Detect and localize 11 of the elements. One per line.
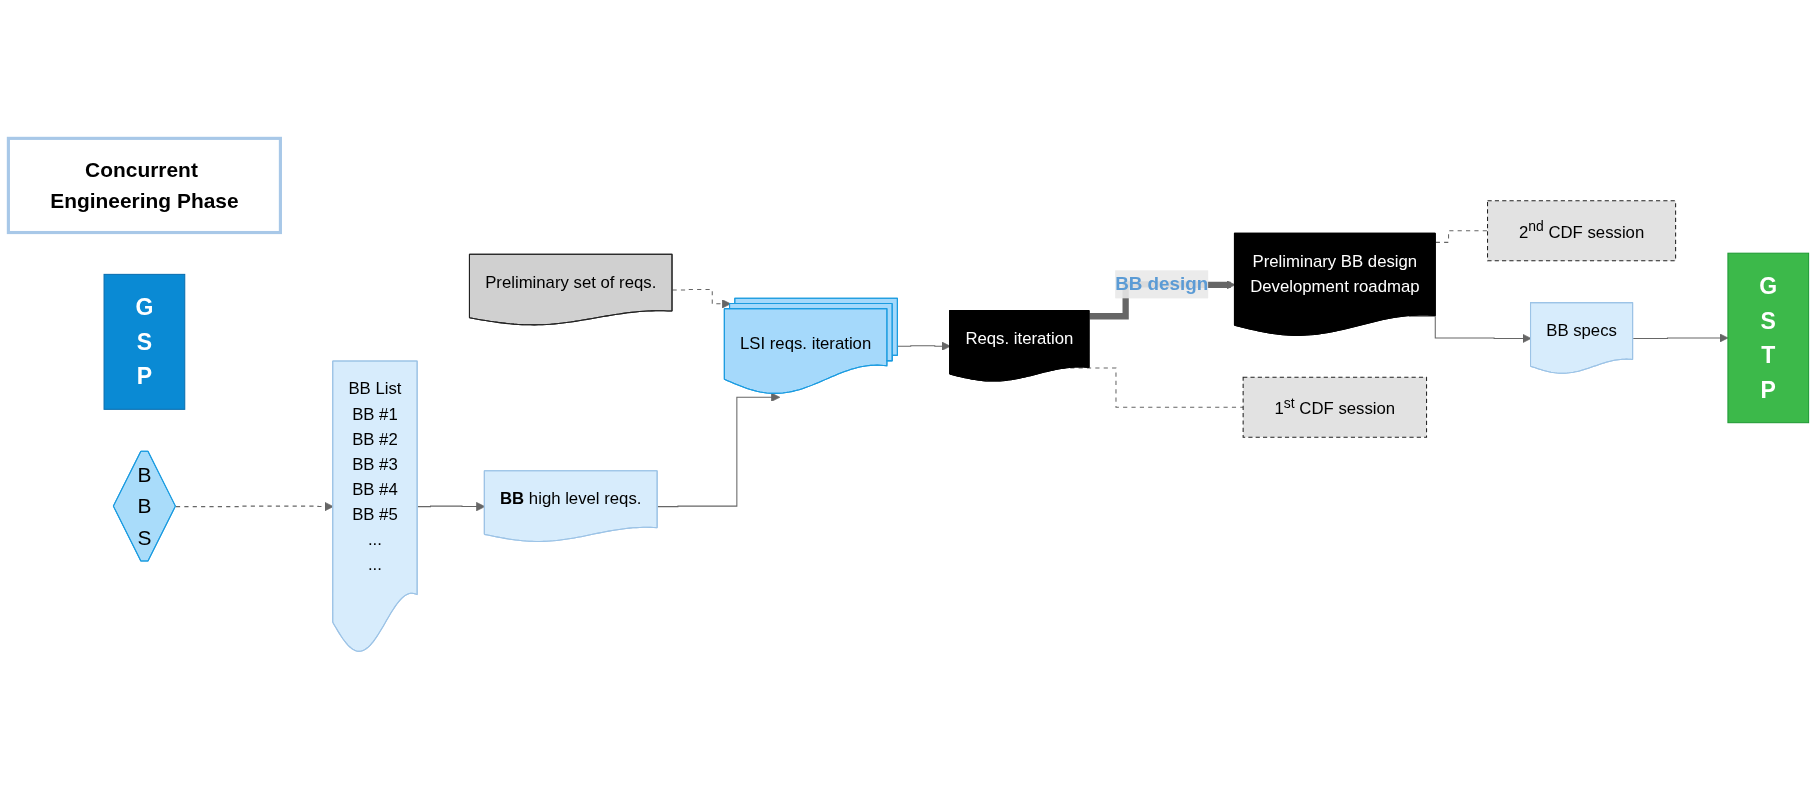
node-box: Concurrent Engineering Phase (6, 136, 282, 234)
node-box: G S T P (1727, 252, 1810, 423)
edge-label: BB design (1115, 273, 1209, 294)
arrow (672, 288, 731, 309)
node-box: 2$^{nd}$ CDF session (1487, 199, 1677, 261)
arrow (897, 341, 951, 351)
arrow (175, 501, 334, 511)
arrow (657, 392, 781, 507)
node-box: 1$^{st}$ CDF session (1242, 376, 1428, 438)
node-box: G S P (103, 273, 186, 410)
arrow (417, 501, 486, 511)
